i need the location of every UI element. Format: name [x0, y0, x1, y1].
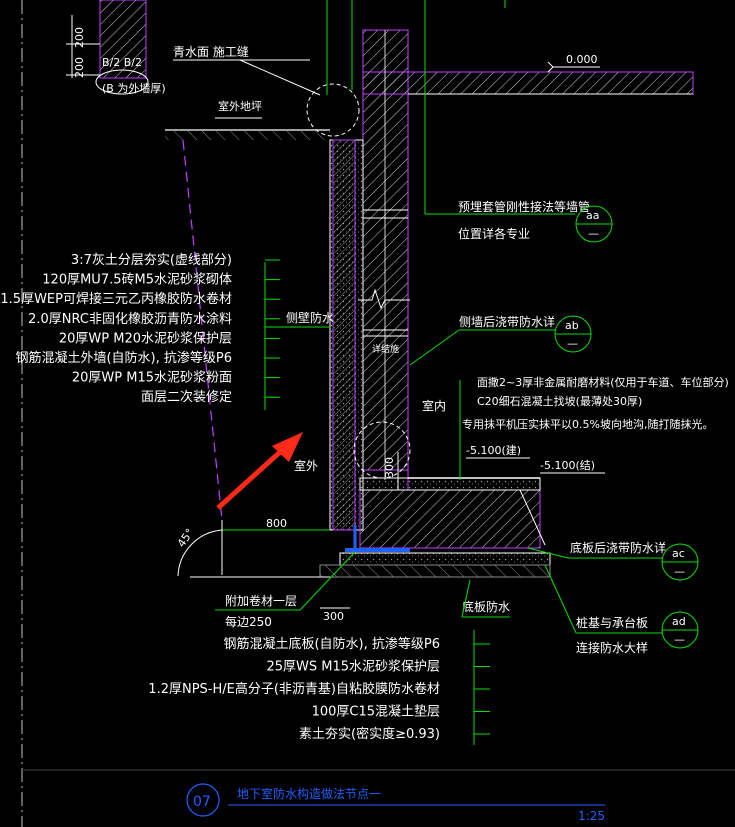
floor-note-2: C20细石混凝土找坡(最薄处30厚) — [477, 394, 642, 408]
left-layer-item: 钢筋混凝土外墙(自防水), 抗渗等级P6 — [15, 350, 232, 366]
b-note: (B 为外墙厚) — [102, 81, 166, 95]
dim-200-a: 200 — [73, 27, 86, 48]
elev-1: -5.100(建) — [466, 443, 521, 457]
fanban-label: 详结施 — [372, 343, 399, 355]
left-layer-item: 1.5厚WEP可焊接三元乙丙橡胶防水卷材 — [0, 291, 232, 307]
elevation-top: 0.000 — [566, 53, 598, 66]
side-waterproof-label: 侧壁防水 — [286, 310, 334, 325]
red-arrow — [216, 432, 303, 510]
bottom-layer-item: 钢筋混凝土底板(自防水), 抗渗等级P6 — [223, 636, 440, 652]
top-left-sketch — [66, 0, 149, 95]
callout-ad — [661, 611, 699, 649]
b2-label: B/2 B/2 — [102, 56, 142, 69]
callout-ac-bottom: — — [674, 565, 685, 578]
excavation-line — [182, 139, 223, 521]
dim-300-v: 300 — [383, 457, 396, 478]
ground-line — [165, 129, 330, 140]
callout-aa — [575, 205, 613, 243]
wall-structure — [329, 29, 694, 531]
floor-slab — [190, 477, 551, 578]
note-pile-1: 桩基与承台板 — [576, 615, 648, 630]
callout-ab-bottom: — — [567, 337, 578, 350]
detail-circle-top — [306, 83, 360, 137]
note-pipe-1: 预埋套管刚性接法等墙管 — [458, 199, 590, 214]
title-scale: 1:25 — [578, 809, 605, 823]
floor-note-3: 专用抹平机压实抹平以0.5%坡向地沟,随打随抹光。 — [462, 417, 713, 431]
left-layer-item: 3:7灰土分层夯实(虚线部分) — [71, 253, 232, 268]
left-layer-item: 2.0厚NRC非固化橡胶沥青防水涂料 — [28, 311, 232, 327]
bottom-layers-title: 底板防水 — [462, 599, 510, 614]
title-number: 07 — [193, 794, 211, 810]
outdoor-label: 室外 — [294, 458, 318, 473]
indoor-label: 室内 — [422, 398, 446, 413]
left-layer-item: 面层二次装修定 — [141, 389, 232, 405]
dim-200-b: 200 — [73, 57, 86, 78]
callout-ab-top: ab — [565, 319, 579, 332]
callout-ab — [554, 315, 592, 353]
angle-label: 45° — [175, 526, 197, 549]
extra-sheet-2: 每边250 — [225, 614, 272, 629]
callout-ad-top: ad — [672, 615, 686, 628]
left-layers-list: 3:7灰土分层夯实(虚线部分) 120厚MU7.5砖M5水泥砂浆砌体 1.5厚WEP… — [0, 253, 280, 405]
bottom-layer-item: 素土夯实(密实度≥0.93) — [299, 726, 440, 742]
callout-aa-bottom: — — [588, 227, 599, 240]
elevation-top-marker — [547, 61, 600, 73]
bottom-layer-item: 1.2厚NPS-H/E高分子(非沥青基)自粘胶膜防水卷材 — [148, 681, 440, 697]
left-layer-item: 20厚WP M15水泥砂浆粉面 — [72, 371, 232, 386]
dim-300-h: 300 — [323, 610, 344, 623]
note-floor-pour: 底板后浇带防水详 — [570, 540, 666, 555]
bottom-layer-item: 25厚WS M15水泥砂浆保护层 — [266, 660, 440, 675]
callout-ac-top: ac — [672, 547, 685, 560]
title-text: 地下室防水构造做法节点一 — [237, 786, 381, 801]
callout-ac — [661, 543, 699, 581]
note-pile-2: 连接防水大样 — [576, 640, 648, 655]
left-layer-item: 20厚WP M20水泥砂浆保护层 — [59, 331, 232, 346]
extra-sheet-1: 附加卷材一层 — [225, 593, 297, 608]
elev-2: -5.100(结) — [540, 459, 595, 472]
callout-ad-bottom: — — [674, 633, 685, 646]
angle-arc — [177, 529, 223, 577]
qingshui-label: 青水面 施工缝 — [173, 44, 249, 59]
left-layer-item: 120厚MU7.5砖M5水泥砂浆砌体 — [42, 273, 232, 288]
callout-aa-top: aa — [586, 209, 599, 222]
shiwai-dipin-label: 室外地坪 — [218, 99, 262, 113]
bottom-layer-item: 100厚C15混凝土垫层 — [312, 704, 440, 720]
title-number-circle — [186, 783, 220, 817]
dim-800: 800 — [266, 517, 287, 530]
note-side-pour: 侧墙后浇带防水详 — [459, 314, 555, 329]
note-pipe-2: 位置详各专业 — [458, 226, 530, 241]
bottom-layers-list: 钢筋混凝土底板(自防水), 抗渗等级P6 25厚WS M15水泥砂浆保护层 1.2厚… — [148, 636, 490, 742]
floor-note-1: 面撒2~3厚非金属耐磨材料(仅用于车道、车位部分) — [477, 375, 729, 389]
